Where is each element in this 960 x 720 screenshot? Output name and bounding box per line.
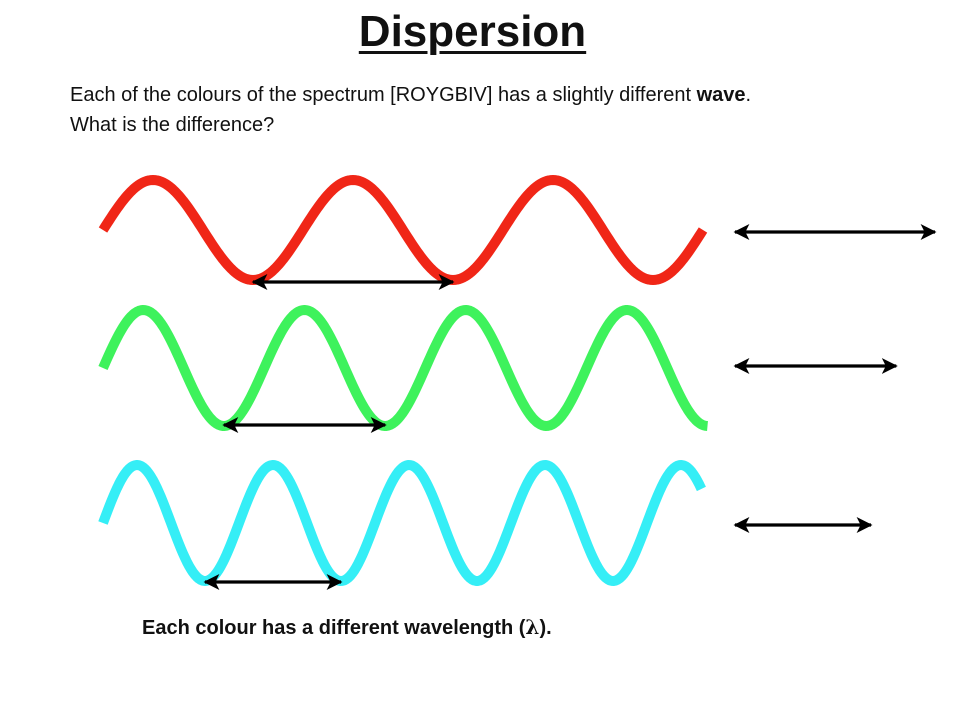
intro-line2: What is the difference? [70,114,275,136]
caption-text-before: Each colour has a different wavelength ( [142,617,526,639]
page-title: Dispersion [0,4,945,60]
intro-line1-end: . [745,84,752,106]
caption-text: Each colour has a different wavelength (… [142,612,552,643]
wave-layer [98,175,711,586]
caption-text-after: ). [539,617,552,639]
wave-1 [98,175,708,285]
wave-2 [98,305,711,431]
intro-text: Each of the colours of the spectrum [ROY… [70,80,930,140]
lambda-symbol: λ [525,615,540,639]
intro-bold-word: wave [696,84,746,106]
intro-line1-start: Each of the colours of the spectrum [ROY… [70,84,697,106]
wave-3 [98,460,706,586]
title-text: Dispersion [358,7,587,56]
arrow-layer [203,224,937,590]
